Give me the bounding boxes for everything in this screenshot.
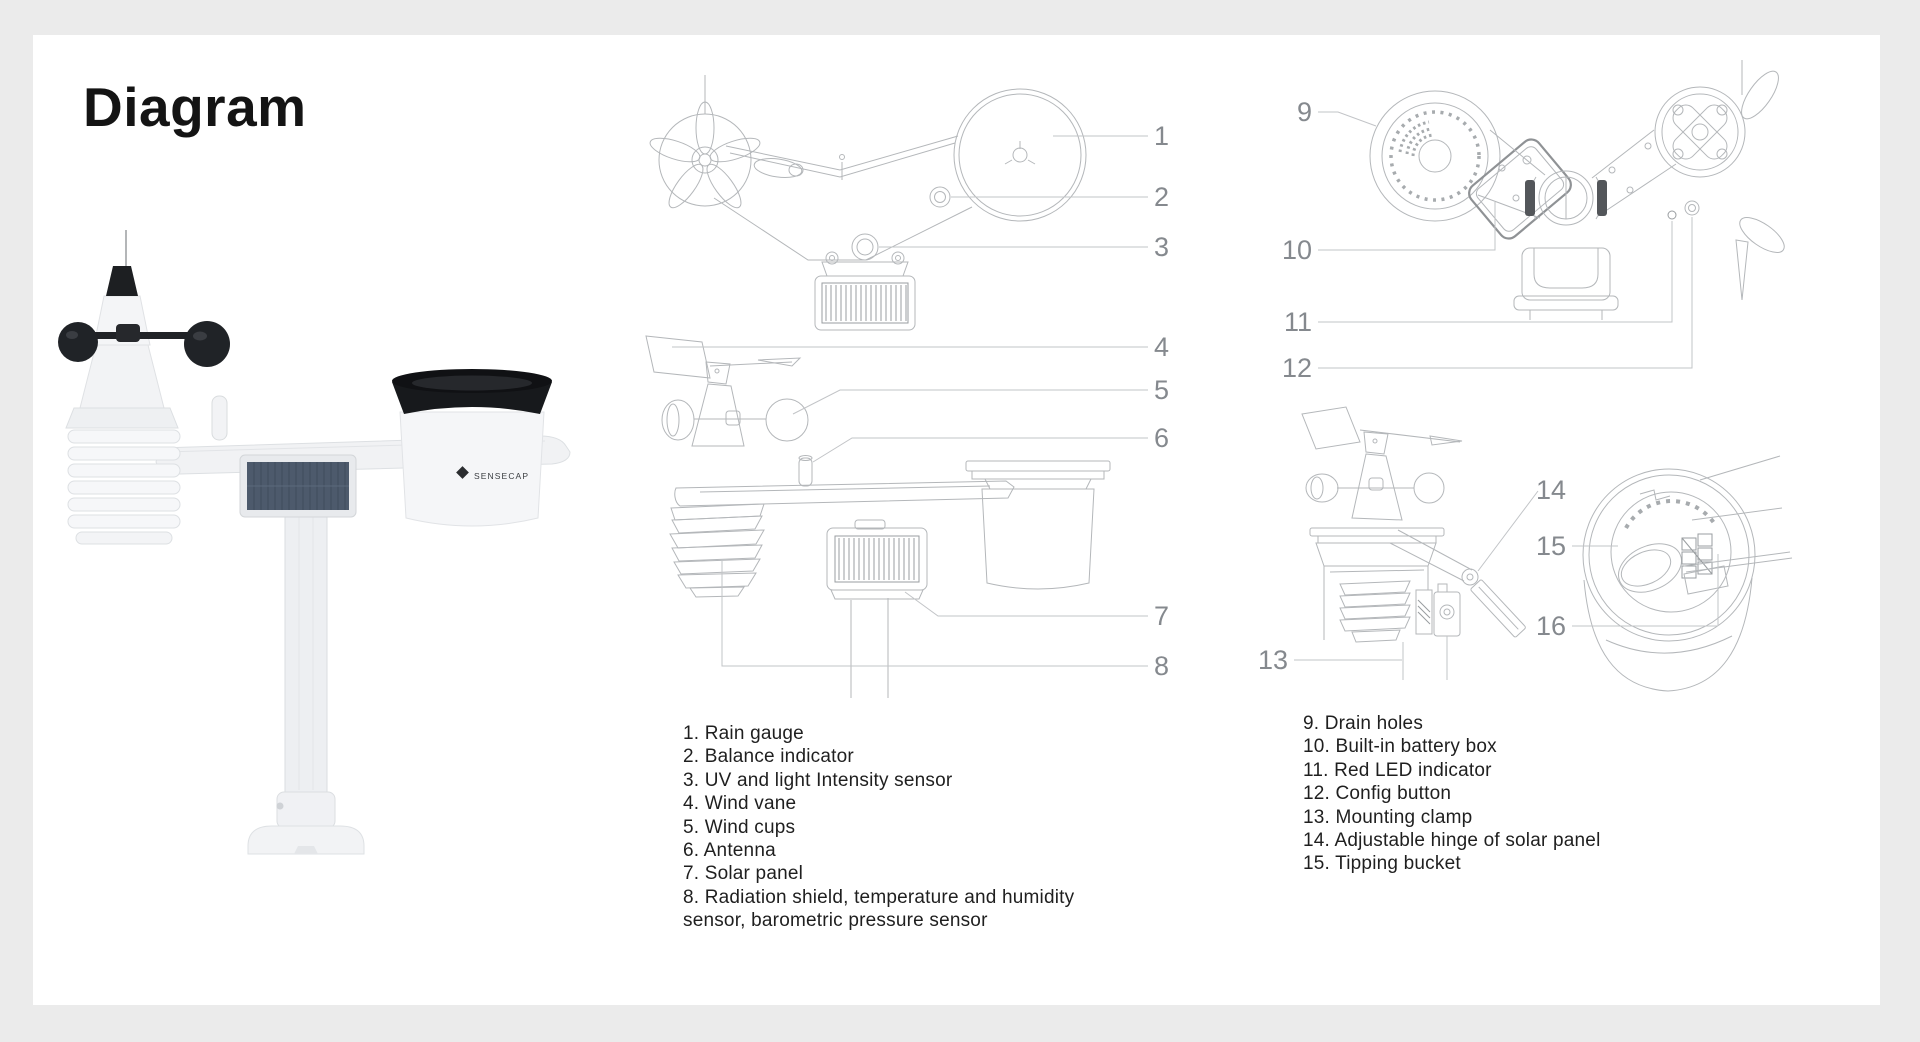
callout-8: 8: [1154, 651, 1169, 681]
parts-list-item: 10. Built-in battery box: [1303, 736, 1497, 758]
parts-list-item: 12. Config button: [1303, 783, 1452, 805]
parts-list-item: 5. Wind cups: [683, 816, 796, 838]
wind-cups: [58, 321, 230, 367]
parts-list-item: 14. Adjustable hinge of solar panel: [1303, 830, 1601, 852]
wind-cup-circle: [765, 398, 809, 442]
parts-list-item: 13. Mounting clamp: [1303, 806, 1473, 828]
parts-list-item: 7. Solar panel: [683, 863, 804, 885]
rear-view-drawing: 13 14: [1258, 406, 1566, 680]
antenna-outline: [798, 457, 813, 487]
callout-15: 15: [1536, 531, 1566, 561]
callout-11: 11: [1284, 307, 1312, 337]
top-cap: [106, 266, 138, 296]
callout-10: 10: [1282, 235, 1312, 265]
mounting-pole: [247, 463, 365, 855]
product-photo: SENSECAP: [58, 230, 571, 855]
mounting-clamp-outline: [1415, 583, 1461, 637]
rear-shield-louvers: [1339, 580, 1411, 643]
bucket-frame: [1681, 533, 1713, 579]
side-view-drawing: 4 5 6 7 8: [645, 332, 1169, 698]
product-logo-text: SENSECAP: [474, 471, 529, 481]
callout-6: 6: [1154, 423, 1169, 453]
parts-list-item: 11. Red LED indicator: [1303, 759, 1492, 781]
callout-16: 16: [1536, 611, 1566, 641]
balance-indicator-circle: [929, 186, 951, 208]
drain-holes-disc: [1369, 90, 1501, 222]
callout-1: 1: [1154, 121, 1169, 151]
top-view-drawing: 1 2 3: [649, 75, 1169, 331]
uv-sensor-circle: [851, 233, 879, 261]
callout-12: 12: [1282, 353, 1312, 383]
callout-leaders-9-12: [1318, 111, 1693, 369]
tipping-bucket-seesaw: [1618, 543, 1682, 593]
parts-list-item: 9. Drain holes: [1303, 713, 1424, 734]
solar-panel: [239, 454, 357, 518]
radiation-shield: [67, 429, 181, 545]
solar-panel-outline: [826, 519, 928, 600]
solar-panel-top-outline: [814, 275, 916, 331]
callout-leaders-1-3: [879, 135, 1148, 248]
callout-3: 3: [1154, 232, 1169, 262]
battery-box: [1468, 138, 1572, 240]
mount-bracket: [1513, 247, 1619, 320]
solar-hinge-circle: [1461, 568, 1479, 586]
parts-list-item: 15. Tipping bucket: [1303, 853, 1461, 875]
wind-vane-outline: [645, 335, 711, 379]
diagram-artwork: SENSECAP: [58, 60, 1793, 855]
rain-gauge-top-circle: [953, 88, 1087, 222]
red-led-dot: [1667, 210, 1677, 220]
callout-13: 13: [1258, 645, 1288, 675]
parts-list-item: 2. Balance indicator: [683, 746, 854, 768]
parts-list-item: 6. Antenna: [683, 840, 776, 862]
antenna-stub: [211, 395, 228, 441]
callout-leaders-4-8: [672, 346, 1148, 667]
parts-list-item: 1. Rain gauge: [683, 723, 804, 744]
tipping-bucket-drawing: 15 16: [1536, 455, 1793, 692]
config-button-circle: [1684, 200, 1700, 216]
bottom-view-drawing: 9 10 11 12: [1282, 60, 1785, 383]
wind-assembly-bottom: [1654, 60, 1785, 301]
content-card: Diagram: [33, 35, 1880, 1005]
callout-9: 9: [1297, 97, 1312, 127]
radiation-shield-outline: [669, 503, 765, 598]
callout-4: 4: [1154, 332, 1169, 362]
parts-list-item: 4. Wind vane: [683, 793, 797, 815]
parts-list-item: 3. UV and light Intensity sensor: [683, 769, 953, 791]
callout-2: 2: [1154, 182, 1169, 212]
tilted-solar-panel: [1470, 579, 1526, 638]
callout-5: 5: [1154, 375, 1169, 405]
parts-list-item: 8. Radiation shield, temperature and hum…: [683, 886, 1075, 932]
product-logo: SENSECAP: [456, 466, 529, 481]
rain-gauge-outline: [965, 460, 1111, 590]
central-hub: [1525, 170, 1607, 226]
page-title: Diagram: [83, 76, 307, 138]
rain-gauge: SENSECAP: [392, 369, 552, 527]
pole-base: [247, 825, 365, 855]
callout-14: 14: [1536, 475, 1566, 505]
callout-7: 7: [1154, 601, 1169, 631]
